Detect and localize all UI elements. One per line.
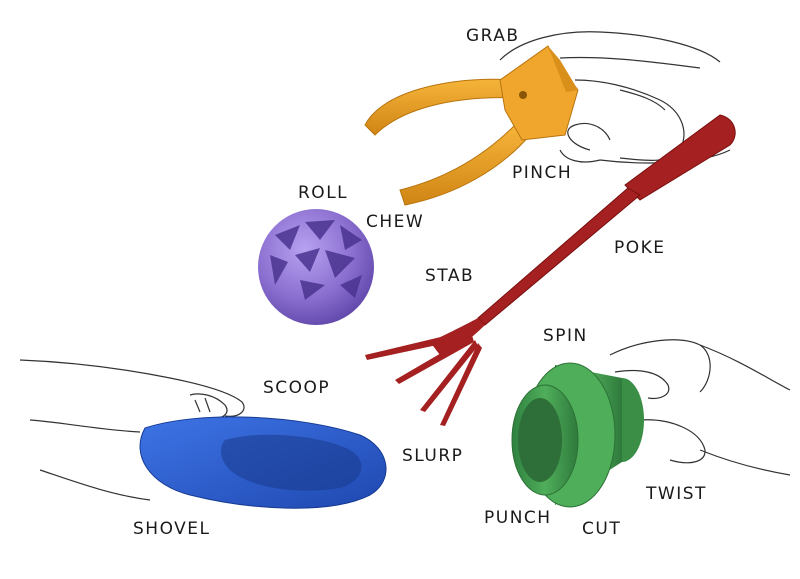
label-spin: SPIN xyxy=(543,326,588,346)
tongs-tool xyxy=(364,45,579,206)
label-twist: TWIST xyxy=(646,484,707,504)
hand-sketch-left-icon xyxy=(19,359,245,501)
label-poke: POKE xyxy=(614,238,666,258)
label-stab: STAB xyxy=(425,266,475,286)
label-pinch: PINCH xyxy=(512,163,573,183)
label-slurp: SLURP xyxy=(402,446,464,466)
scoop-tool xyxy=(139,416,387,509)
label-cut: CUT xyxy=(582,519,622,539)
label-punch: PUNCH xyxy=(484,508,552,528)
lattice-ball-toy xyxy=(258,209,374,325)
label-shovel: SHOVEL xyxy=(133,519,211,539)
fork-tool xyxy=(365,114,736,426)
label-grab: GRAB xyxy=(466,26,520,46)
cookie-cutter-tool xyxy=(511,362,644,508)
label-scoop: SCOOP xyxy=(263,378,331,398)
label-chew: CHEW xyxy=(366,212,425,232)
hand-sketch-right-icon xyxy=(609,339,791,476)
label-roll: ROLL xyxy=(298,183,349,203)
